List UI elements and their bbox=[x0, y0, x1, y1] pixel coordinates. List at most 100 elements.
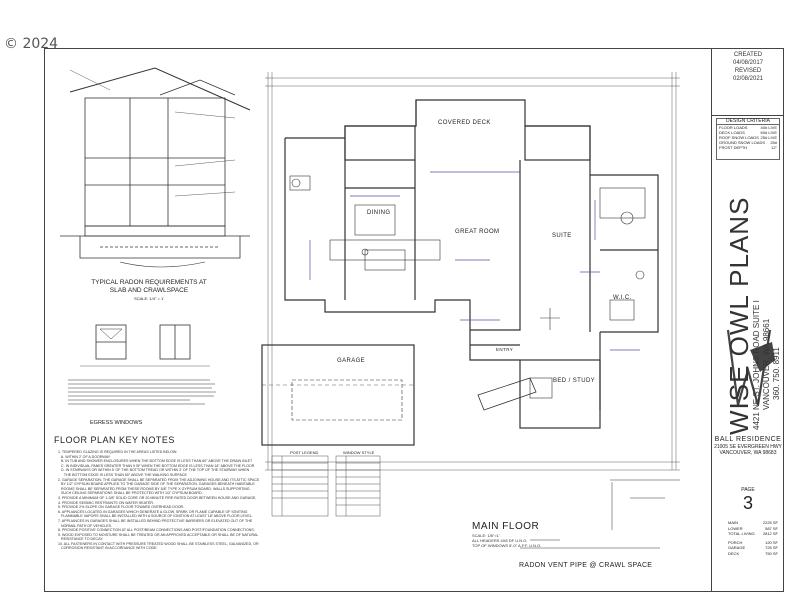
note-item: 3. PROVIDE A MINIMUM OF 1-3/8" SOLID COR… bbox=[58, 495, 257, 500]
criteria-label: GROUND SNOW LOADS bbox=[719, 140, 766, 145]
room-wic: W.I.C. bbox=[613, 295, 632, 301]
note-item: RESISTANCE TO DECAY. bbox=[58, 537, 104, 542]
radon-title: RADON VENT PIPE @ CRAWL SPACE bbox=[519, 562, 653, 569]
main-floor-note-2: TOP OF WINDOWS 8'-0" A.F.F. U.N.O. bbox=[472, 543, 542, 548]
note-item: 4. PROVIDE SEISMIC RESTRAINTS ON WATER H… bbox=[58, 500, 154, 505]
revised-label: REVISED bbox=[734, 68, 762, 74]
project-info: BALL RESIDENCE 21005 SE EVERGREEN HWY VA… bbox=[714, 436, 782, 456]
main-floor-note-1: ALL HEADERS 4X8 DF U.N.O. bbox=[472, 538, 528, 543]
note-item: FLAMMABLE VAPORS SHALL BE INSTALLED WITH… bbox=[58, 514, 253, 519]
note-item: THE BOTTOM EDGE IS LESS THAN 60" ABOVE T… bbox=[58, 472, 187, 477]
room-covered-deck: COVERED DECK bbox=[438, 120, 491, 126]
area-value: 2812 SF bbox=[762, 531, 778, 536]
section-scale: SCALE: 1/4" = 1' bbox=[134, 296, 164, 301]
note-item: A. WITHIN 2' OF A DOORWAY bbox=[58, 454, 111, 459]
criteria-value: 12" bbox=[771, 145, 777, 150]
area-value: 2225 SF bbox=[762, 520, 778, 525]
floor-plan bbox=[261, 99, 659, 446]
egress-window-elevations bbox=[80, 324, 210, 367]
note-item: 2. GARAGE SEPARATION: THE GARAGE SHALL B… bbox=[58, 477, 260, 482]
radon-vent-drawing bbox=[520, 479, 680, 549]
note-item: BY 1/2" GYPSUM BOARD APPLIED TO THE GARA… bbox=[58, 482, 255, 487]
note-item: 9. WOOD EXPOSED TO MOISTURE SHALL BE TRE… bbox=[58, 532, 259, 537]
company-address-2: VANCOUVER, WA 98661 bbox=[762, 318, 771, 410]
criteria-value: 60# LIVE bbox=[760, 130, 777, 135]
note-item: 10. ALL FASTENERS IN CONTACT WITH PRESSU… bbox=[58, 541, 259, 546]
note-item: 1. TEMPERED GLAZING IS REQUIRED IN THE A… bbox=[58, 450, 178, 454]
egress-label: EGRESS WINDOWS bbox=[90, 420, 143, 426]
criteria-label: FLOOR LOADS bbox=[719, 125, 748, 130]
area-row: LOWER 587 SF bbox=[728, 526, 778, 532]
section-caption-line-1: TYPICAL RADON REQUIREMENTS AT bbox=[91, 279, 207, 286]
area-label: MAIN bbox=[728, 520, 738, 525]
legend-tables bbox=[271, 455, 381, 517]
project-name: BALL RESIDENCE bbox=[714, 436, 782, 443]
page-number: 3 bbox=[742, 493, 753, 513]
area-value: 120 SF bbox=[765, 539, 778, 545]
criteria-label: FROST DEPTH bbox=[719, 145, 748, 150]
created-label: CREATED bbox=[733, 52, 763, 58]
area-row: TOTAL LIVING 2812 SF bbox=[728, 531, 778, 537]
window-legend-title: WINDOW STYLE bbox=[343, 450, 375, 455]
dates-box: CREATED 04/08/2017 REVISED 02/08/2021 bbox=[712, 48, 784, 116]
title-block bbox=[711, 48, 784, 592]
note-item: D. IN STAIRWAYS OR WITHIN 5' OF THE BOTT… bbox=[58, 468, 250, 473]
room-great-room: GREAT ROOM bbox=[455, 229, 500, 235]
room-garage: GARAGE bbox=[337, 358, 366, 364]
created-date: 04/08/2017 bbox=[732, 60, 764, 66]
area-label: LOWER bbox=[728, 525, 743, 531]
post-legend-title: POST LEGEND bbox=[290, 450, 319, 455]
note-item: C. IN INDIVIDUAL PANES GREATER THAN 9 SF… bbox=[58, 463, 255, 468]
area-value: 725 SF bbox=[765, 545, 778, 550]
note-item: ROOMS SHALL BE SEPARATED FROM THESE ROOM… bbox=[58, 486, 250, 491]
criteria-value: 25# bbox=[770, 140, 777, 145]
criteria-row: FROST DEPTH 12" bbox=[717, 145, 779, 150]
note-item: 8. PROVIDE POSITIVE CONNECTION AT ALL PO… bbox=[58, 528, 255, 533]
area-row: DECK 750 SF bbox=[728, 551, 778, 557]
area-label: TOTAL LIVING bbox=[728, 531, 755, 536]
section-note-lines bbox=[68, 379, 216, 405]
company-address-1: 4421 NE ST. JOHNS ROAD SUITE I bbox=[752, 300, 761, 430]
section-caption-line-2: SLAB AND CRAWLSPACE bbox=[109, 287, 189, 294]
note-item: SUCH CEILING SEPARATIONS SHALL BE PROTEC… bbox=[58, 491, 203, 496]
note-item: 5. PROVIDE 2% SLOPE ON GARAGE FLOOR TOWA… bbox=[58, 505, 185, 510]
area-value: 587 SF bbox=[765, 525, 778, 531]
drawing-sheet-border bbox=[44, 48, 784, 592]
note-item: CORROSION RESISTANT IN ACCORDANCE WITH C… bbox=[58, 546, 158, 551]
area-label: PORCH bbox=[728, 539, 743, 545]
area-summary: MAIN 2225 SF LOWER 587 SF TOTAL LIVING 2812 S… bbox=[728, 520, 778, 556]
area-row: GARAGE 725 SF bbox=[728, 545, 778, 551]
dimension-lines bbox=[265, 72, 680, 471]
criteria-value: 25# LIVE bbox=[760, 135, 777, 140]
area-row: PORCH 120 SF bbox=[728, 540, 778, 546]
area-value: 750 SF bbox=[765, 550, 778, 556]
main-floor-title: MAIN FLOOR bbox=[472, 521, 540, 532]
criteria-row: DECK LOADS 60# LIVE bbox=[717, 130, 779, 135]
room-entry: ENTRY bbox=[496, 347, 514, 352]
criteria-label: ROOF SNOW LOADS bbox=[719, 135, 759, 140]
criteria-row: GROUND SNOW LOADS 25# bbox=[717, 140, 779, 145]
notes-list: 1. TEMPERED GLAZING IS REQUIRED IN THE A… bbox=[58, 450, 272, 551]
project-address-1: 21005 SE EVERGREEN HWY bbox=[714, 444, 782, 450]
note-item: 7. APPLIANCES IN GARAGES SHALL BE INSTAL… bbox=[58, 518, 253, 523]
room-bed-study: BED / STUDY bbox=[553, 378, 596, 384]
room-suite: SUITE bbox=[552, 233, 572, 239]
project-address-2: VANCOUVER, WA 98683 bbox=[719, 450, 777, 456]
criteria-label: DECK LOADS bbox=[719, 130, 745, 135]
area-label: GARAGE bbox=[728, 545, 746, 550]
section-caption: TYPICAL RADON REQUIREMENTS AT SLAB AND C… bbox=[84, 279, 214, 303]
main-floor-notes: SCALE: 1/8"=1' ALL HEADERS 4X8 DF U.N.O.… bbox=[472, 533, 541, 548]
main-floor-scale: SCALE: 1/8"=1' bbox=[472, 533, 500, 538]
area-label: DECK bbox=[728, 550, 740, 556]
criteria-title: DESIGN CRITERIA bbox=[717, 119, 779, 125]
area-row: MAIN 2225 SF bbox=[728, 520, 778, 526]
section-drawing bbox=[60, 67, 251, 268]
page-label: PAGE bbox=[741, 487, 755, 493]
revised-date: 02/08/2021 bbox=[732, 76, 764, 82]
notes-title: FLOOR PLAN KEY NOTES bbox=[54, 435, 175, 445]
owl-logo bbox=[726, 329, 775, 406]
fixtures bbox=[289, 175, 646, 399]
